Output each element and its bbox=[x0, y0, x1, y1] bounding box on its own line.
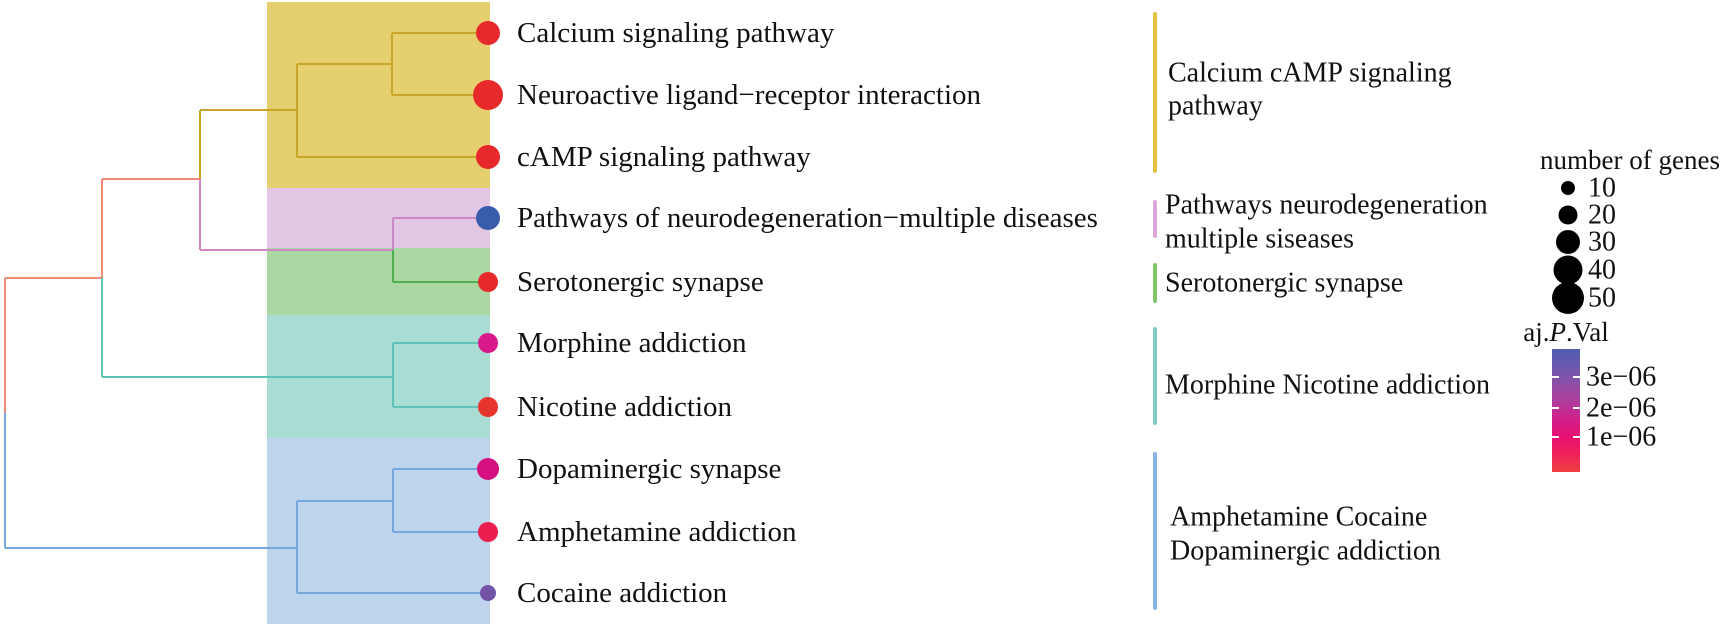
pathway-label: cAMP signaling pathway bbox=[517, 141, 811, 173]
colorbar-tick-label: 2e−06 bbox=[1586, 393, 1656, 424]
dendrogram-branches bbox=[4, 32, 488, 594]
pval-colorbar bbox=[1552, 349, 1580, 472]
pathway-label: Nicotine addiction bbox=[517, 391, 733, 423]
cluster-label-line: Amphetamine Cocaine bbox=[1170, 502, 1427, 533]
cluster-label-line: Dopaminergic addiction bbox=[1170, 536, 1441, 567]
pathway-dot bbox=[478, 272, 498, 292]
pathway-dot bbox=[477, 458, 499, 480]
size-legend-dot bbox=[1552, 282, 1584, 314]
cluster-label-line: multiple siseases bbox=[1165, 224, 1354, 255]
pathway-dot bbox=[480, 585, 496, 601]
pathway-dot bbox=[476, 206, 500, 230]
size-legend-dot bbox=[1558, 205, 1578, 225]
pathway-label: Pathways of neurodegeneration−multiple d… bbox=[517, 202, 1098, 234]
size-legend-value: 10 bbox=[1588, 173, 1616, 204]
cluster-bar bbox=[1153, 12, 1157, 173]
cluster-label-line: Morphine Nicotine addiction bbox=[1165, 370, 1490, 401]
pathway-label: Serotonergic synapse bbox=[517, 266, 764, 298]
colorbar-tick-label: 3e−06 bbox=[1586, 362, 1656, 393]
colorbar-tick-label: 1e−06 bbox=[1586, 422, 1656, 453]
size-legend-dot bbox=[1556, 230, 1580, 254]
size-legend-value: 50 bbox=[1588, 283, 1616, 314]
pathway-dots bbox=[473, 21, 503, 601]
pathway-label: Amphetamine addiction bbox=[517, 516, 797, 548]
cluster-bar bbox=[1153, 263, 1157, 303]
pathway-dot bbox=[478, 333, 498, 353]
cluster-label-line: Serotonergic synapse bbox=[1165, 268, 1403, 299]
pathway-label: Neuroactive ligand−receptor interaction bbox=[517, 79, 982, 111]
cluster-bar bbox=[1153, 452, 1157, 610]
cluster-bars bbox=[1153, 12, 1157, 610]
pathway-dot bbox=[478, 522, 498, 542]
pathway-label: Morphine addiction bbox=[517, 327, 747, 359]
size-legend-value: 40 bbox=[1588, 255, 1616, 286]
size-legend-value: 30 bbox=[1588, 227, 1616, 258]
pathway-dot bbox=[473, 80, 503, 110]
pval-legend-title: aj.P.Val bbox=[1523, 317, 1609, 347]
cluster-bar bbox=[1153, 327, 1157, 425]
size-legend-dot bbox=[1561, 181, 1575, 195]
pathway-dot bbox=[476, 145, 500, 169]
cluster-label-line: pathway bbox=[1168, 91, 1263, 122]
cluster-label-line: Calcium cAMP signaling bbox=[1168, 58, 1452, 89]
pathway-label: Calcium signaling pathway bbox=[517, 17, 835, 49]
size-legend-dot bbox=[1553, 255, 1583, 285]
pathway-label: Cocaine addiction bbox=[517, 577, 728, 609]
pathway-label: Dopaminergic synapse bbox=[517, 453, 781, 485]
size-legend-title: number of genes bbox=[1540, 145, 1720, 175]
pathway-dot bbox=[476, 21, 500, 45]
cluster-bar bbox=[1153, 200, 1157, 238]
size-legend-value: 20 bbox=[1588, 200, 1616, 231]
pathway-dot bbox=[478, 397, 498, 417]
cluster-label-line: Pathways neurodegeneration bbox=[1165, 190, 1488, 221]
